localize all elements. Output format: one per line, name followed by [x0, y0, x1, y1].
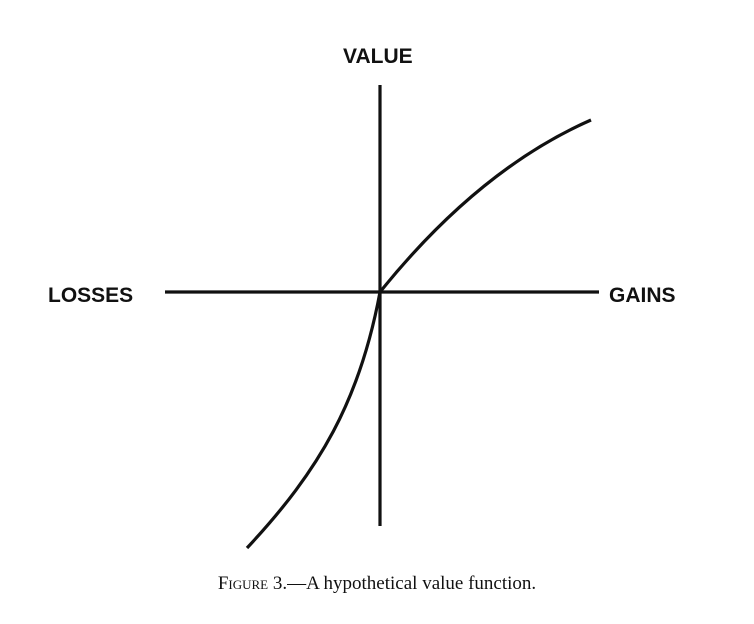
value-axis-label: VALUE: [343, 45, 413, 68]
value-curve-losses: [245, 291, 382, 550]
gains-label: GAINS: [609, 284, 676, 307]
figure-caption: Figure 3.—A hypothetical value function.: [0, 573, 754, 595]
value-curve-gains: [378, 118, 592, 294]
caption-text: —A hypothetical value function.: [287, 573, 537, 594]
caption-label: Figure 3.: [217, 573, 288, 594]
losses-label: LOSSES: [48, 284, 134, 307]
